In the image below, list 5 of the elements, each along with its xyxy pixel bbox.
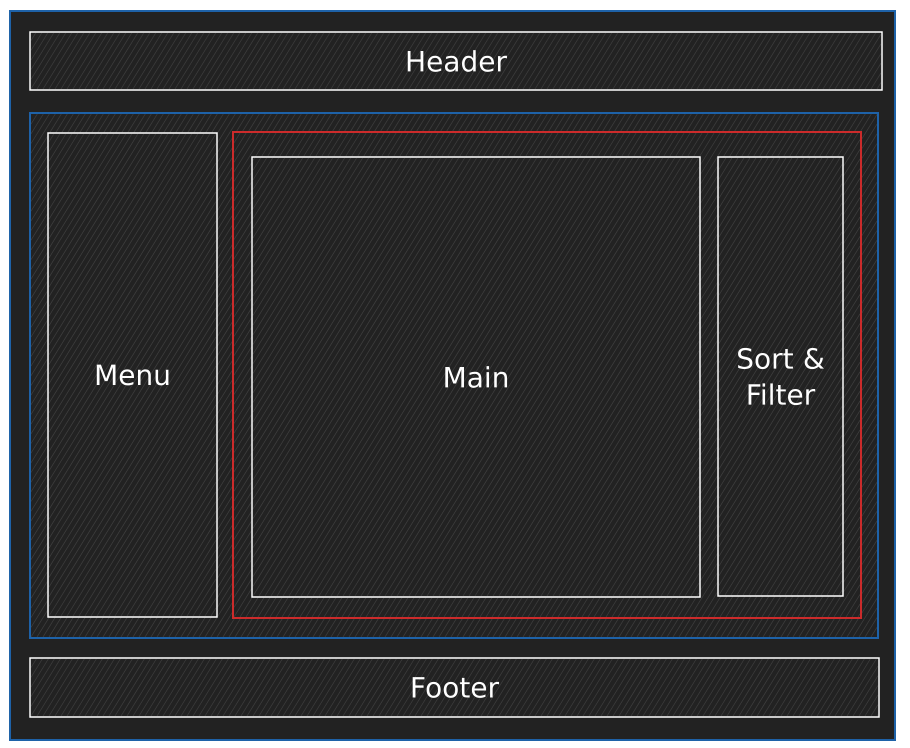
menu-box: Menu <box>47 132 218 618</box>
sidebar-box: Sort & Filter <box>717 156 844 597</box>
main-box: Main <box>251 156 701 598</box>
header-box: Header <box>29 31 883 91</box>
footer-box: Footer <box>29 657 880 718</box>
